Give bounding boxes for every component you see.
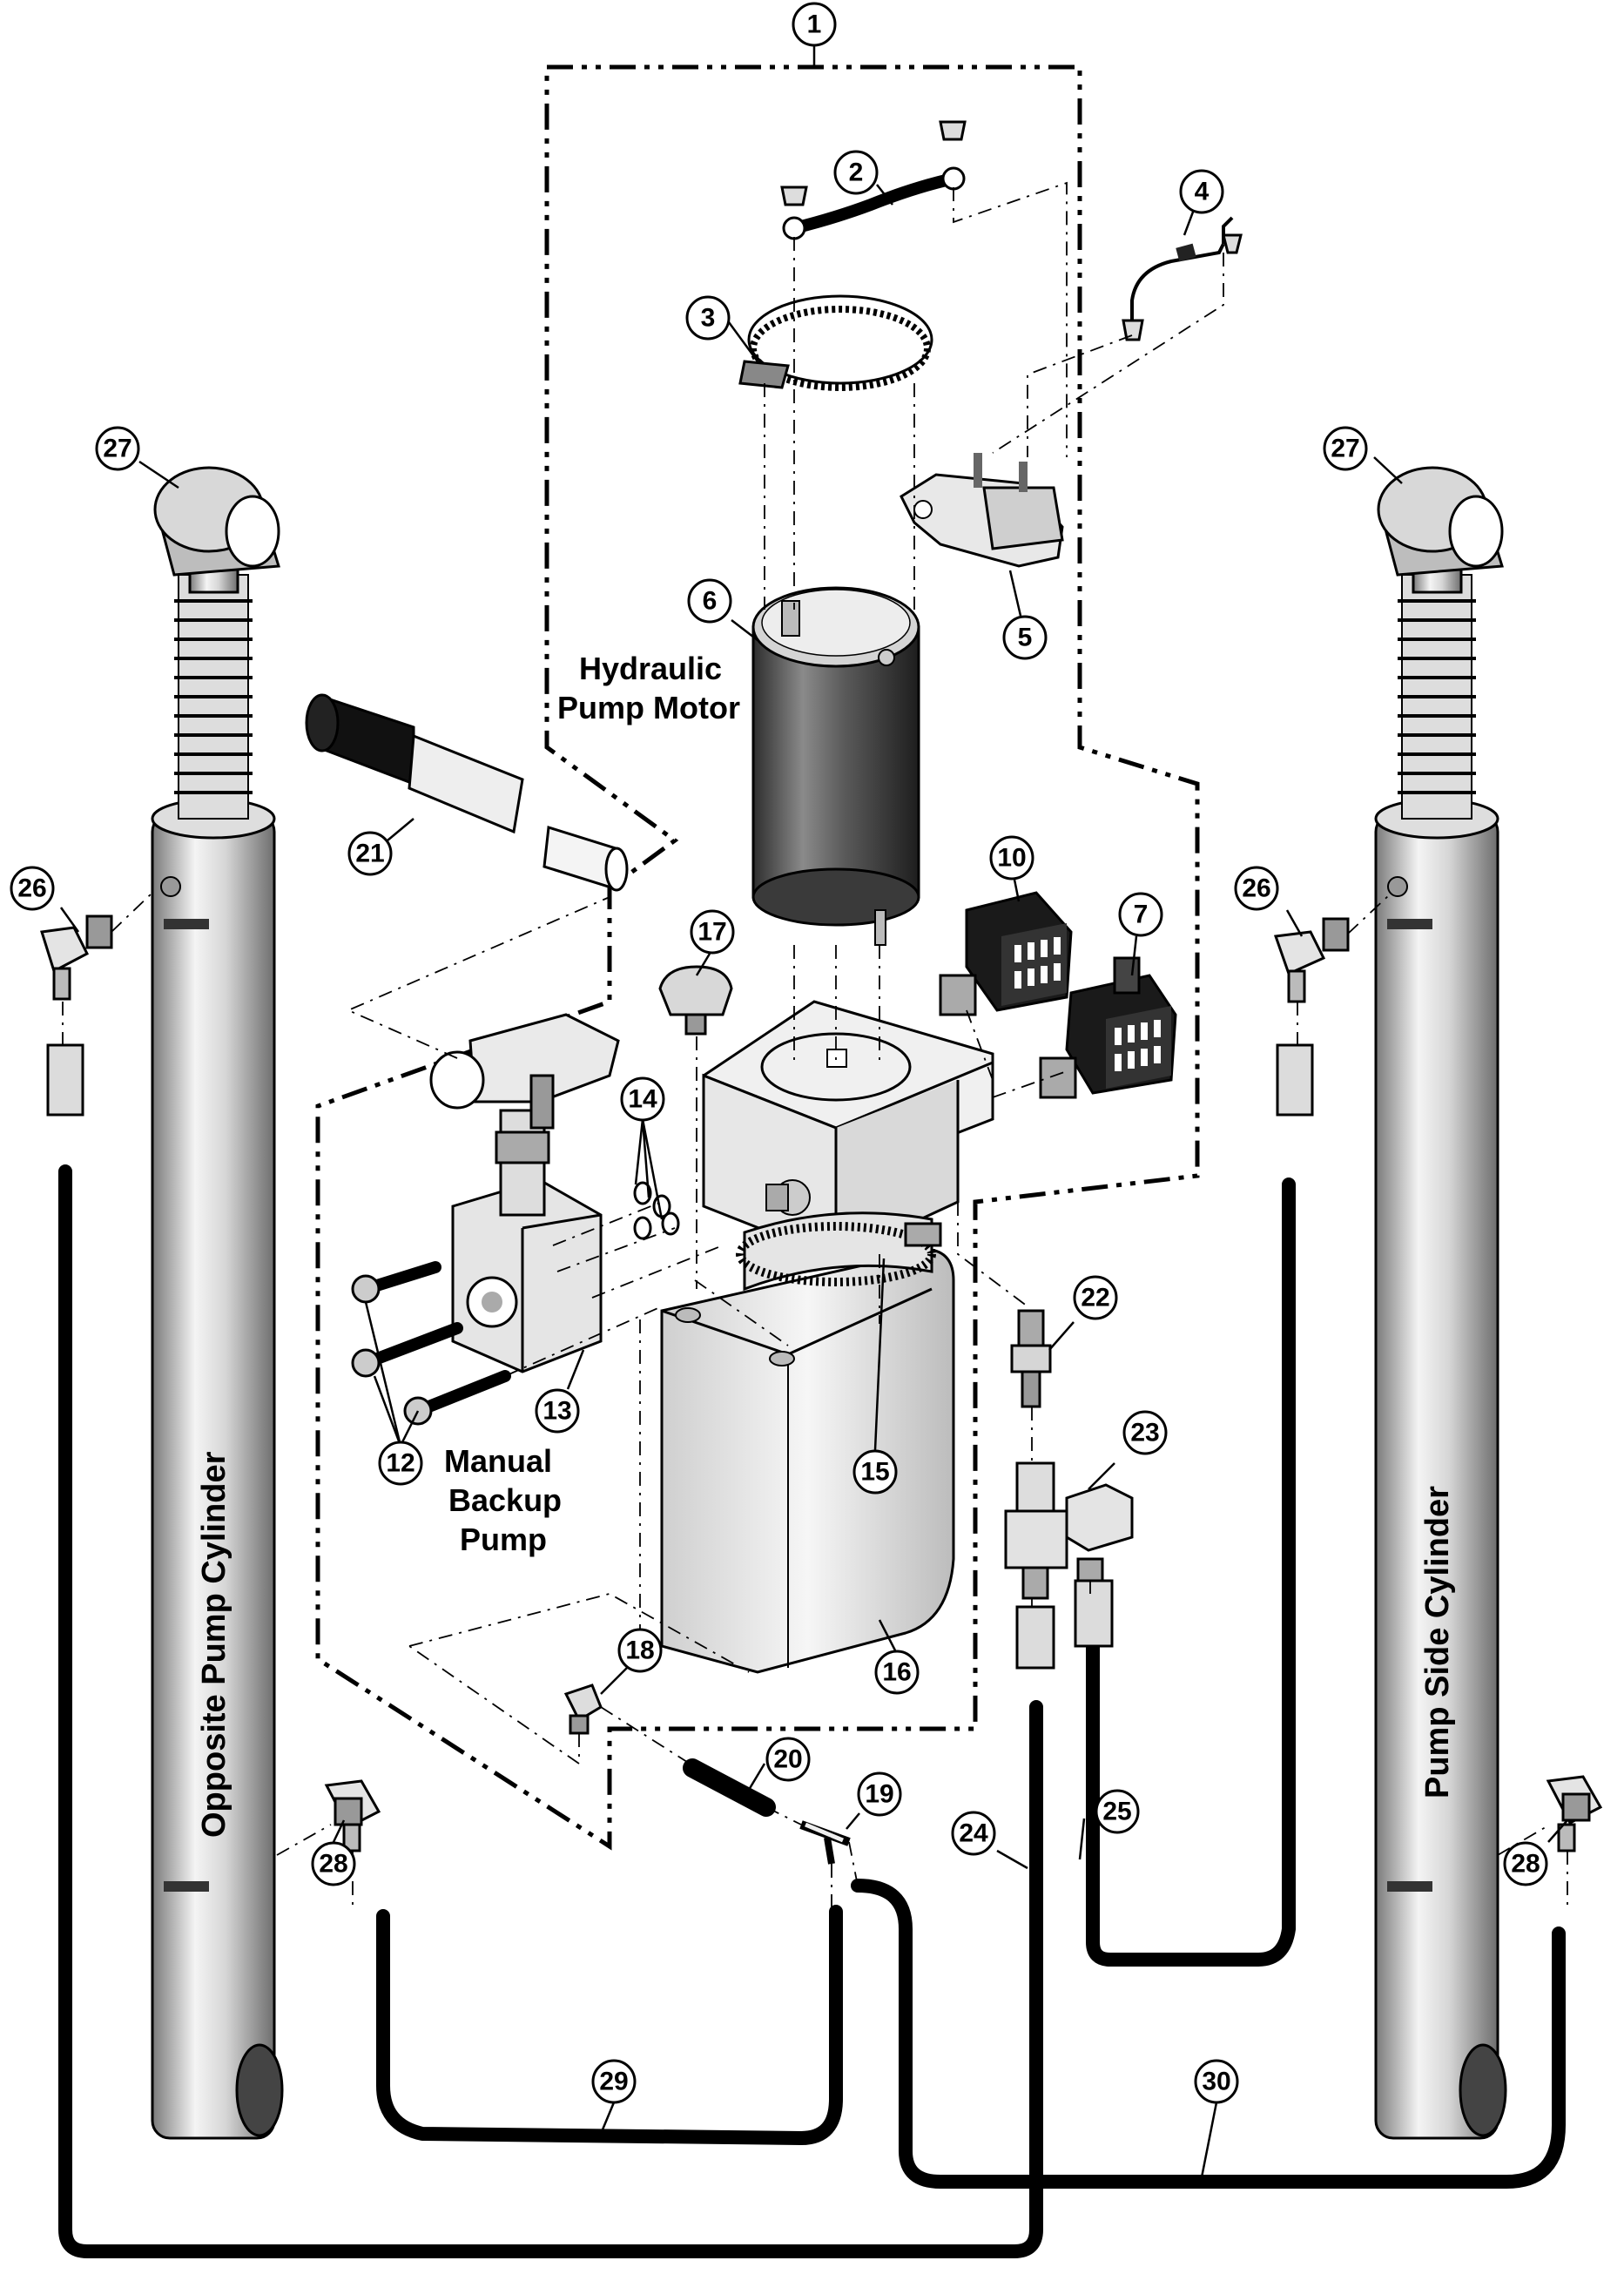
callout-12: 12 [378, 1441, 423, 1486]
fitting-28-right [1546, 1775, 1603, 1852]
svg-text:26: 26 [1242, 874, 1270, 903]
callout-5: 5 [1002, 615, 1048, 660]
svg-text:22: 22 [1081, 1284, 1109, 1312]
tube-20 [683, 1758, 776, 1817]
relay-5 [900, 453, 1064, 568]
svg-text:28: 28 [319, 1850, 347, 1879]
svg-text:27: 27 [1331, 435, 1359, 463]
svg-text:28: 28 [1511, 1850, 1540, 1879]
svg-text:6: 6 [703, 587, 718, 616]
callout-4: 4 [1179, 169, 1224, 214]
backup-label-line1: Manual [444, 1443, 552, 1479]
callout-28-left: 28 [311, 1841, 356, 1886]
callout-6: 6 [687, 578, 732, 624]
opposite-pump-cylinder [151, 466, 284, 2140]
svg-text:5: 5 [1018, 624, 1033, 652]
backup-label-line2: Backup [448, 1482, 562, 1518]
right-cylinder-label: Pump Side Cylinder [1419, 1486, 1456, 1798]
callout-29: 29 [591, 2059, 637, 2104]
svg-text:13: 13 [542, 1397, 571, 1426]
fitting-26-left [40, 914, 113, 1117]
callout-20: 20 [765, 1737, 811, 1782]
tee-23 [1004, 1461, 1134, 1670]
callout-26-left: 26 [10, 866, 55, 911]
callout-16: 16 [874, 1650, 920, 1695]
hydraulic-pump-motor-6 [751, 586, 920, 946]
filler-cap-17 [658, 965, 733, 1036]
fitting-22 [1010, 1309, 1052, 1408]
callout-27-left: 27 [95, 426, 140, 471]
fitting-26-right [1273, 917, 1350, 1117]
svg-text:10: 10 [997, 844, 1026, 873]
callout-7: 7 [1118, 892, 1163, 937]
callout-13: 13 [535, 1388, 580, 1434]
hoses [58, 1164, 1566, 2258]
pump-side-cylinder [1374, 466, 1507, 2140]
svg-text:1: 1 [807, 10, 822, 39]
svg-text:23: 23 [1130, 1419, 1159, 1447]
callout-15: 15 [852, 1449, 898, 1495]
callout-23: 23 [1122, 1410, 1168, 1455]
callout-21: 21 [347, 831, 393, 876]
pump-manifold [702, 1000, 994, 1261]
svg-text:27: 27 [103, 435, 131, 463]
fitting-28-left [324, 1779, 381, 1852]
svg-text:25: 25 [1102, 1798, 1131, 1826]
svg-text:17: 17 [697, 918, 726, 947]
svg-text:14: 14 [628, 1085, 657, 1114]
callout-14: 14 [620, 1076, 665, 1122]
callout-22: 22 [1073, 1275, 1118, 1320]
svg-text:16: 16 [882, 1658, 911, 1687]
svg-text:24: 24 [959, 1819, 988, 1848]
svg-text:30: 30 [1202, 2068, 1230, 2096]
callout-1: 1 [792, 2, 837, 47]
callout-10: 10 [989, 835, 1034, 881]
valve-10 [939, 891, 1073, 1016]
harness-4 [1122, 216, 1243, 341]
callout-2: 2 [833, 150, 879, 195]
leader-29 [599, 2102, 616, 2135]
svg-text:12: 12 [386, 1449, 414, 1478]
assembly-boundary [315, 64, 1200, 1851]
svg-text:26: 26 [17, 874, 46, 903]
callout-30: 30 [1194, 2059, 1239, 2104]
callout-18: 18 [617, 1628, 663, 1673]
svg-text:3: 3 [701, 304, 716, 333]
hose-clamp-3 [738, 294, 933, 391]
tee-19 [799, 1820, 851, 1865]
left-cylinder-label: Opposite Pump Cylinder [196, 1451, 232, 1838]
callout-27-right: 27 [1323, 426, 1368, 471]
cable-2 [780, 120, 967, 240]
leader-30 [1200, 2102, 1218, 2178]
alignment-lines [62, 181, 1568, 1907]
svg-text:2: 2 [849, 159, 864, 187]
fitting-18 [563, 1684, 603, 1735]
callout-19: 19 [857, 1771, 902, 1817]
callout-26-right: 26 [1234, 866, 1279, 911]
manual-backup-pump-13 [429, 1013, 620, 1373]
handle-21 [305, 693, 629, 892]
callout-28-right: 28 [1503, 1841, 1548, 1886]
valve-7 [1039, 956, 1177, 1099]
callout-24: 24 [951, 1811, 996, 1856]
hose-clamp-15 [736, 1222, 942, 1286]
callout-3: 3 [685, 295, 731, 341]
svg-text:7: 7 [1134, 901, 1149, 929]
bolts-12 [351, 1261, 511, 1426]
svg-text:4: 4 [1195, 178, 1210, 206]
svg-text:20: 20 [773, 1745, 802, 1774]
svg-text:18: 18 [625, 1636, 654, 1665]
backup-label-line3: Pump [460, 1522, 547, 1557]
svg-text:19: 19 [865, 1780, 893, 1809]
motor-label-line2: Pump Motor [557, 690, 740, 725]
callout-17: 17 [690, 909, 735, 955]
svg-text:29: 29 [599, 2068, 628, 2096]
reservoir-16 [660, 1211, 955, 1674]
leader-lines [59, 42, 1568, 1870]
callout-25: 25 [1095, 1789, 1140, 1834]
motor-label-line1: Hydraulic [579, 651, 722, 686]
svg-text:21: 21 [355, 840, 384, 868]
svg-text:15: 15 [860, 1458, 889, 1487]
